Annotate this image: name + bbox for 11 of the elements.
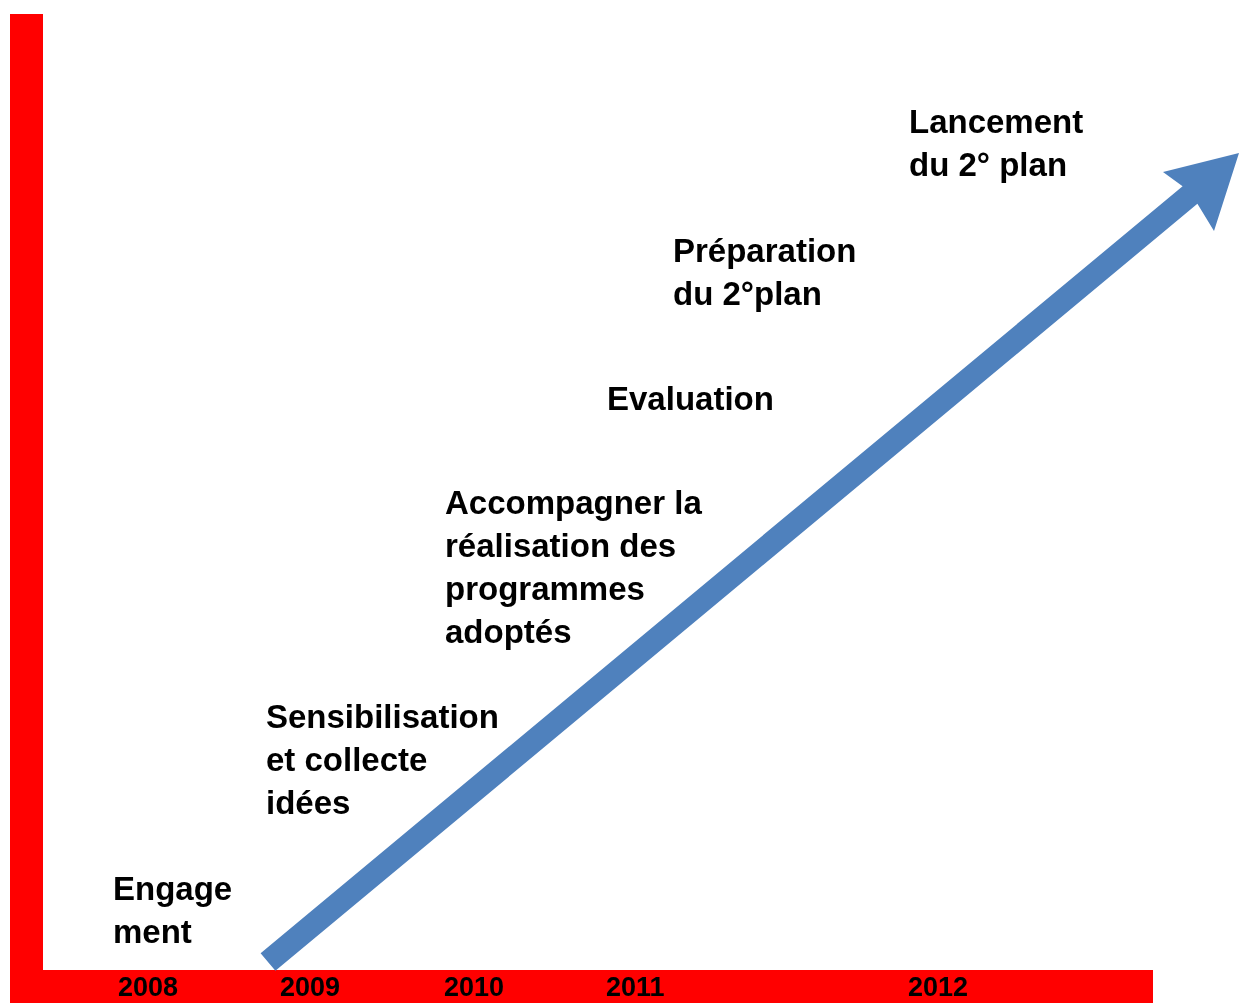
year-label: 2012 bbox=[908, 972, 969, 1002]
milestone-label: Lancement du 2° plan bbox=[909, 102, 1085, 185]
year-label: 2010 bbox=[444, 972, 505, 1002]
milestone-label: Préparation du 2°plan bbox=[673, 231, 858, 314]
year-label: 2011 bbox=[606, 972, 665, 1002]
milestone-label: Engage ment bbox=[113, 869, 234, 952]
milestone-label: Evaluation bbox=[607, 379, 775, 419]
milestone-label: Sensibilisation et collecte idées bbox=[266, 697, 500, 823]
milestone-label: Accompagner la réalisation des programmes adoptés bbox=[445, 483, 703, 652]
year-label: 2008 bbox=[118, 972, 179, 1002]
year-label: 2009 bbox=[280, 972, 341, 1002]
